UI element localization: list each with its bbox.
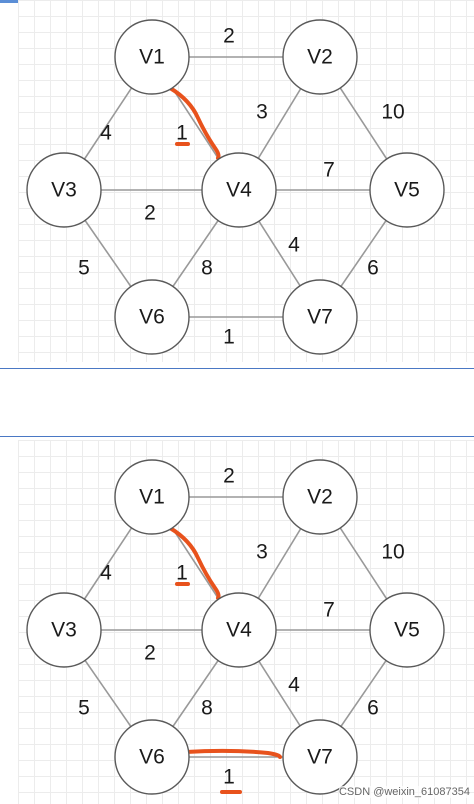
edge-weight-v4-v6: 8	[201, 257, 213, 280]
edge-weight-v2-v4: 3	[256, 101, 268, 124]
edge-weight-v3-v6: 5	[78, 257, 90, 280]
edge-weight-v2-v5: 10	[381, 101, 404, 124]
node-label: V4	[226, 619, 252, 642]
node-v6: V6	[114, 719, 190, 795]
node-label: V5	[394, 179, 420, 202]
node-label: V2	[307, 486, 333, 509]
node-v4: V4	[201, 152, 277, 228]
edge-weight-v4-v6: 8	[201, 697, 213, 720]
edge-weight-v1-v3: 4	[100, 122, 112, 145]
edge-weight-v2-v4: 3	[256, 541, 268, 564]
edge-weight-v2-v5: 10	[381, 541, 404, 564]
watermark: CSDN @weixin_61087354	[338, 786, 470, 798]
edge-weight-v1-v3: 4	[100, 562, 112, 585]
edge-weight-v4-v5: 7	[323, 599, 335, 622]
node-v1: V1	[114, 19, 190, 95]
edge-weight-v1-v4: 1	[176, 122, 188, 145]
node-label: V2	[307, 46, 333, 69]
node-v3: V3	[26, 152, 102, 228]
edge-weight-v1-v4: 1	[176, 562, 188, 585]
node-v5: V5	[369, 592, 445, 668]
edge-weight-v1-v2: 2	[223, 465, 235, 488]
highlight-stroke-v1-v4	[168, 526, 221, 600]
edge-weight-v3-v6: 5	[78, 697, 90, 720]
node-label: V1	[139, 486, 165, 509]
edge-weight-v6-v7: 1	[223, 326, 235, 349]
node-label: V7	[307, 746, 333, 769]
edge-weight-v3-v4: 2	[144, 202, 156, 225]
node-label: V4	[226, 179, 252, 202]
node-label: V6	[139, 306, 165, 329]
edge-weight-v5-v7: 6	[367, 697, 379, 720]
node-v5: V5	[369, 152, 445, 228]
node-v1: V1	[114, 459, 190, 535]
edge-weight-v5-v7: 6	[367, 257, 379, 280]
node-label: V5	[394, 619, 420, 642]
node-v4: V4	[201, 592, 277, 668]
node-v3: V3	[26, 592, 102, 668]
node-label: V6	[139, 746, 165, 769]
node-label: V3	[51, 179, 77, 202]
node-v7: V7	[282, 719, 358, 795]
edge-weight-v4-v5: 7	[323, 159, 335, 182]
node-v2: V2	[282, 459, 358, 535]
edge-weight-v1-v2: 2	[223, 25, 235, 48]
edge-weight-v3-v4: 2	[144, 642, 156, 665]
node-label: V1	[139, 46, 165, 69]
edge-weight-v6-v7: 1	[223, 766, 235, 789]
node-label: V7	[307, 306, 333, 329]
edge-weight-v4-v7: 4	[288, 234, 300, 257]
edge-weight-v4-v7: 4	[288, 674, 300, 697]
node-v7: V7	[282, 279, 358, 355]
node-v6: V6	[114, 279, 190, 355]
node-label: V3	[51, 619, 77, 642]
highlight-stroke-v1-v4	[168, 86, 221, 160]
separator-line	[0, 368, 474, 369]
node-v2: V2	[282, 19, 358, 95]
highlight-stroke-v6-v7	[184, 748, 282, 759]
separator-line	[0, 436, 474, 437]
